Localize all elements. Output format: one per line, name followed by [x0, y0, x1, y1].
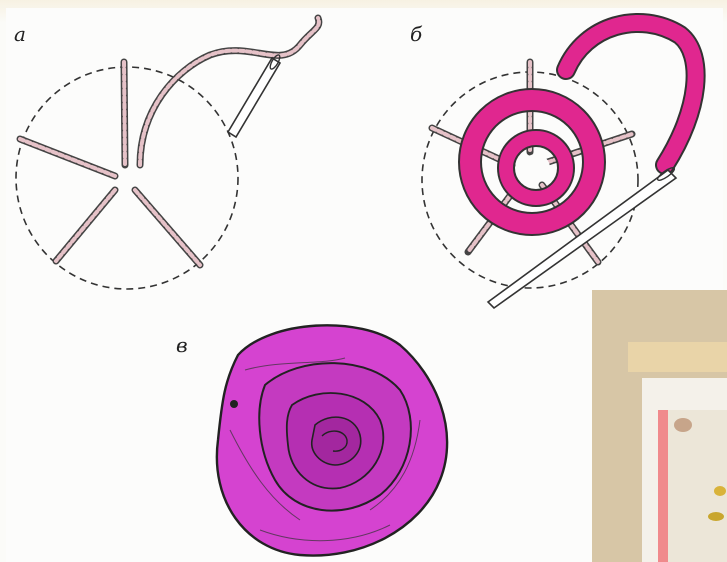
photo-band [628, 342, 727, 372]
step-b-group [422, 23, 696, 308]
photo-leaf-icon [708, 512, 724, 521]
photo-bud-icon [674, 418, 692, 432]
label-step-v: в [176, 333, 188, 357]
label-step-b: б [410, 22, 422, 46]
step-v-rose [217, 325, 447, 555]
rose-center [312, 417, 361, 465]
photo-ribbon [658, 410, 668, 562]
photo-leaf-icon [714, 486, 726, 496]
embroidered-rose-photo [592, 290, 727, 562]
label-step-a: а [14, 22, 26, 46]
step-a-group [16, 18, 319, 289]
step-a-needle-icon [228, 54, 282, 137]
